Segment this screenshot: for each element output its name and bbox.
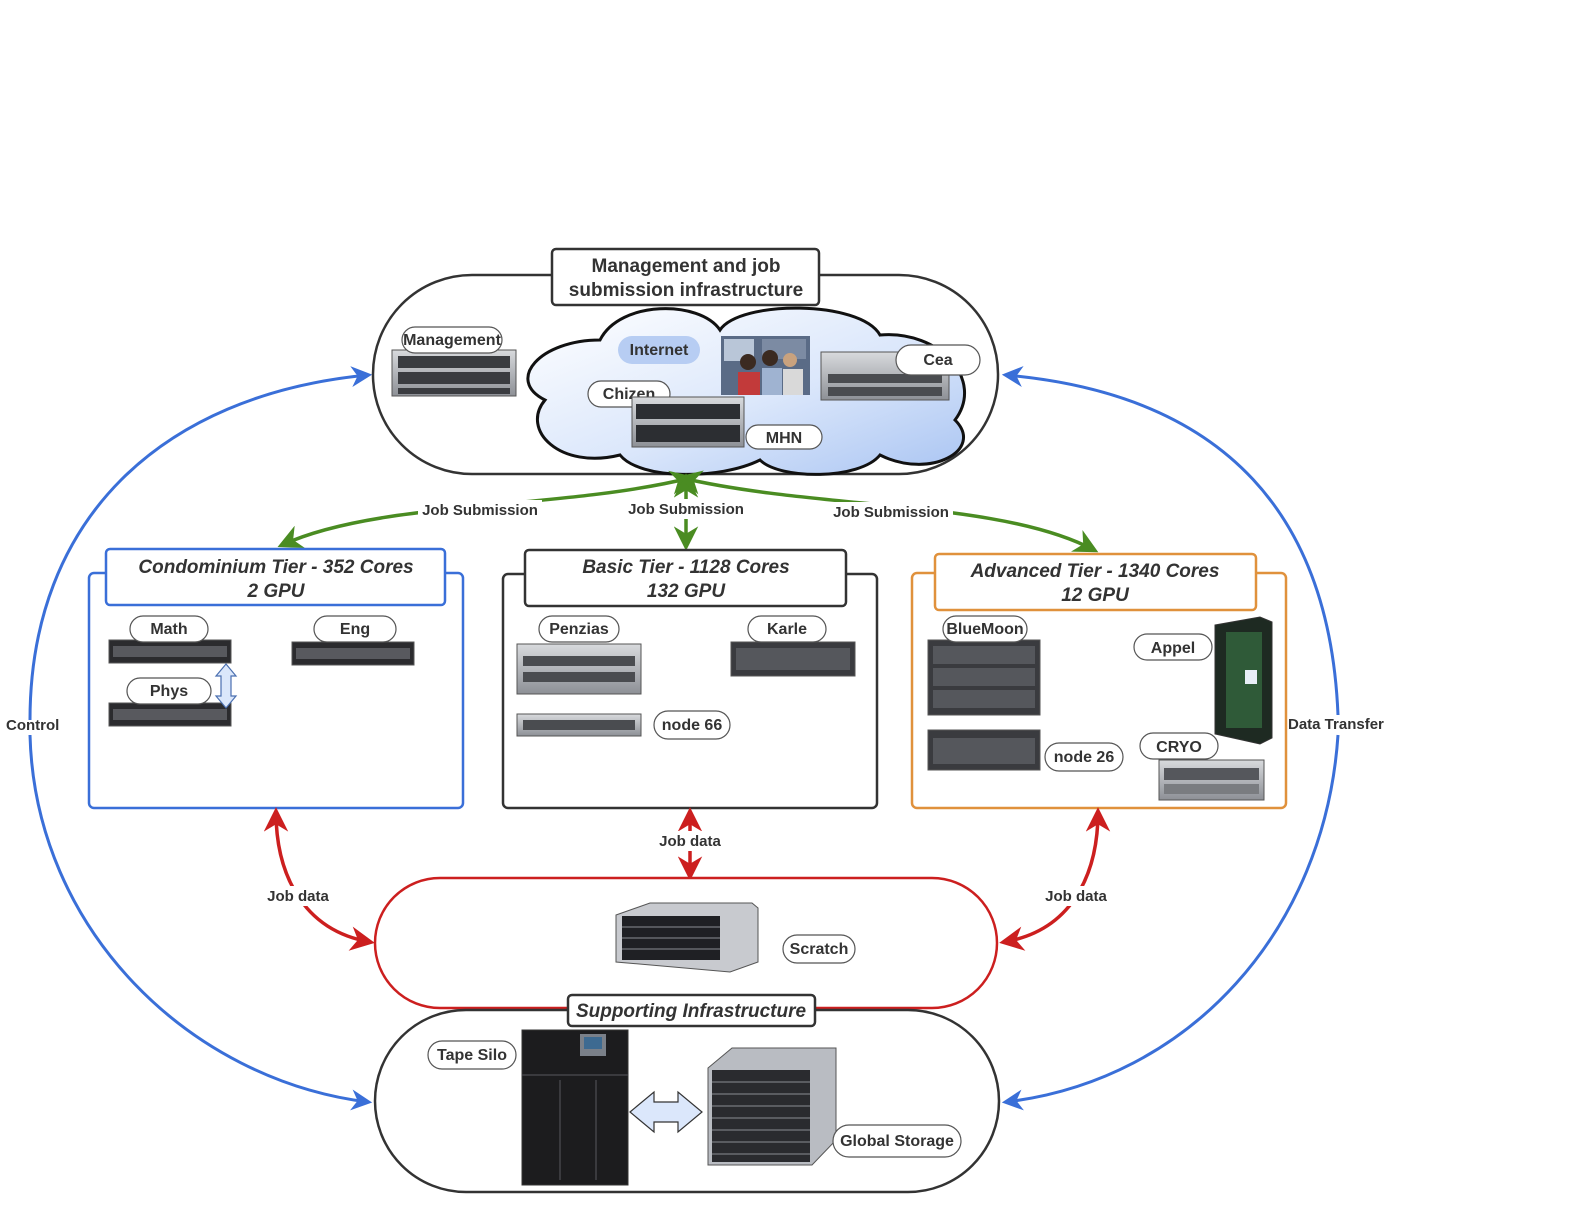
math-node-label: Math xyxy=(150,621,187,638)
mhn-node-label: MHN xyxy=(766,430,802,447)
math-phys-link-icon xyxy=(214,663,238,709)
management-node-pill xyxy=(401,326,503,354)
tape-silo-label: Tape Silo xyxy=(437,1047,507,1064)
tape-silo-icon xyxy=(521,1029,629,1186)
management-node-label: Management xyxy=(403,332,501,349)
condo-tier-title-line1: Condominium Tier - 352 Cores xyxy=(138,557,413,578)
job-submission-label-center: Job Submission xyxy=(628,501,744,518)
scratch-label: Scratch xyxy=(790,941,849,958)
node26-pill xyxy=(1044,742,1124,772)
internet-label: Internet xyxy=(630,342,689,359)
global-storage-pill xyxy=(832,1124,962,1158)
karle-node-pill xyxy=(747,615,827,643)
supporting-title: Supporting Infrastructure xyxy=(576,1001,807,1022)
control-edge-lower xyxy=(28,734,373,1111)
eng-node-label: Eng xyxy=(340,621,370,638)
data-transfer-edge-label: Data Transfer xyxy=(1288,716,1384,733)
penzias-server-icon xyxy=(516,643,642,695)
advanced-tier-title-line2: 12 GPU xyxy=(1061,585,1130,606)
management-title-line1: Management and job xyxy=(592,256,781,277)
scratch-storage-icon xyxy=(615,902,759,973)
node26-label: node 26 xyxy=(1054,749,1115,766)
advanced-tier-title-line1: Advanced Tier - 1340 Cores xyxy=(970,561,1220,582)
cea-node-label: Cea xyxy=(923,352,952,369)
management-title-line2: submission infrastructure xyxy=(569,280,803,301)
control-edge-label: Control xyxy=(6,717,59,734)
tape-silo-pill xyxy=(427,1040,517,1070)
math-server-icon xyxy=(108,639,232,664)
karle-server-icon xyxy=(730,641,856,677)
job-data-label-center: Job data xyxy=(659,833,721,850)
node66-server-icon xyxy=(516,713,642,737)
bluemoon-node-pill xyxy=(942,615,1028,643)
phys-node-label: Phys xyxy=(150,683,188,700)
node66-label: node 66 xyxy=(662,717,723,734)
eng-node-pill xyxy=(313,615,397,643)
tape-storage-link-icon xyxy=(629,1090,703,1134)
job-data-label-right: Job data xyxy=(1045,888,1107,905)
appel-node-label: Appel xyxy=(1151,640,1195,657)
job-data-label-left: Job data xyxy=(267,888,329,905)
condo-tier-title-line2: 2 GPU xyxy=(246,581,305,602)
supporting-title-box xyxy=(566,993,817,1028)
appel-rack-icon xyxy=(1214,616,1273,745)
control-edge-upper xyxy=(28,366,373,721)
internet-pill xyxy=(618,336,700,364)
job-submission-label-right: Job Submission xyxy=(833,504,949,521)
penzias-node-label: Penzias xyxy=(549,621,609,638)
node26-server-icon xyxy=(927,729,1041,771)
cryo-server-icon xyxy=(1158,759,1265,801)
eng-server-icon xyxy=(291,641,415,666)
phys-server-icon xyxy=(108,702,232,727)
job-data-edge-right xyxy=(999,807,1111,951)
appel-node-pill xyxy=(1133,633,1213,661)
penzias-node-pill xyxy=(538,615,620,643)
chizen-server-icon xyxy=(631,396,745,448)
data-transfer-edge-upper xyxy=(1001,366,1340,716)
management-title-box xyxy=(550,247,821,307)
node66-pill xyxy=(653,710,731,740)
math-node-pill xyxy=(129,615,209,643)
basic-tier-title-box xyxy=(523,548,848,608)
phys-node-pill xyxy=(126,677,212,705)
scratch-pill xyxy=(782,934,856,964)
karle-node-label: Karle xyxy=(767,621,807,638)
bluemoon-node-label: BlueMoon xyxy=(946,621,1023,638)
cryo-node-pill xyxy=(1139,732,1219,760)
bluemoon-server-icon xyxy=(927,639,1041,716)
cryo-node-label: CRYO xyxy=(1156,739,1202,756)
management-server-icon xyxy=(391,349,517,397)
basic-tier-title-line2: 132 GPU xyxy=(647,581,726,602)
data-transfer-edge-lower xyxy=(1001,734,1340,1111)
basic-tier-title-line1: Basic Tier - 1128 Cores xyxy=(582,557,789,578)
job-data-edge-left xyxy=(263,807,375,951)
mhn-node-pill xyxy=(745,424,823,450)
students-photo xyxy=(721,336,810,395)
global-storage-icon xyxy=(707,1047,837,1166)
condo-tier-title-box xyxy=(104,547,447,607)
global-storage-label: Global Storage xyxy=(840,1133,954,1150)
advanced-tier-title-box xyxy=(933,552,1258,612)
cea-node-pill xyxy=(895,344,981,376)
job-submission-label-left: Job Submission xyxy=(422,502,538,519)
